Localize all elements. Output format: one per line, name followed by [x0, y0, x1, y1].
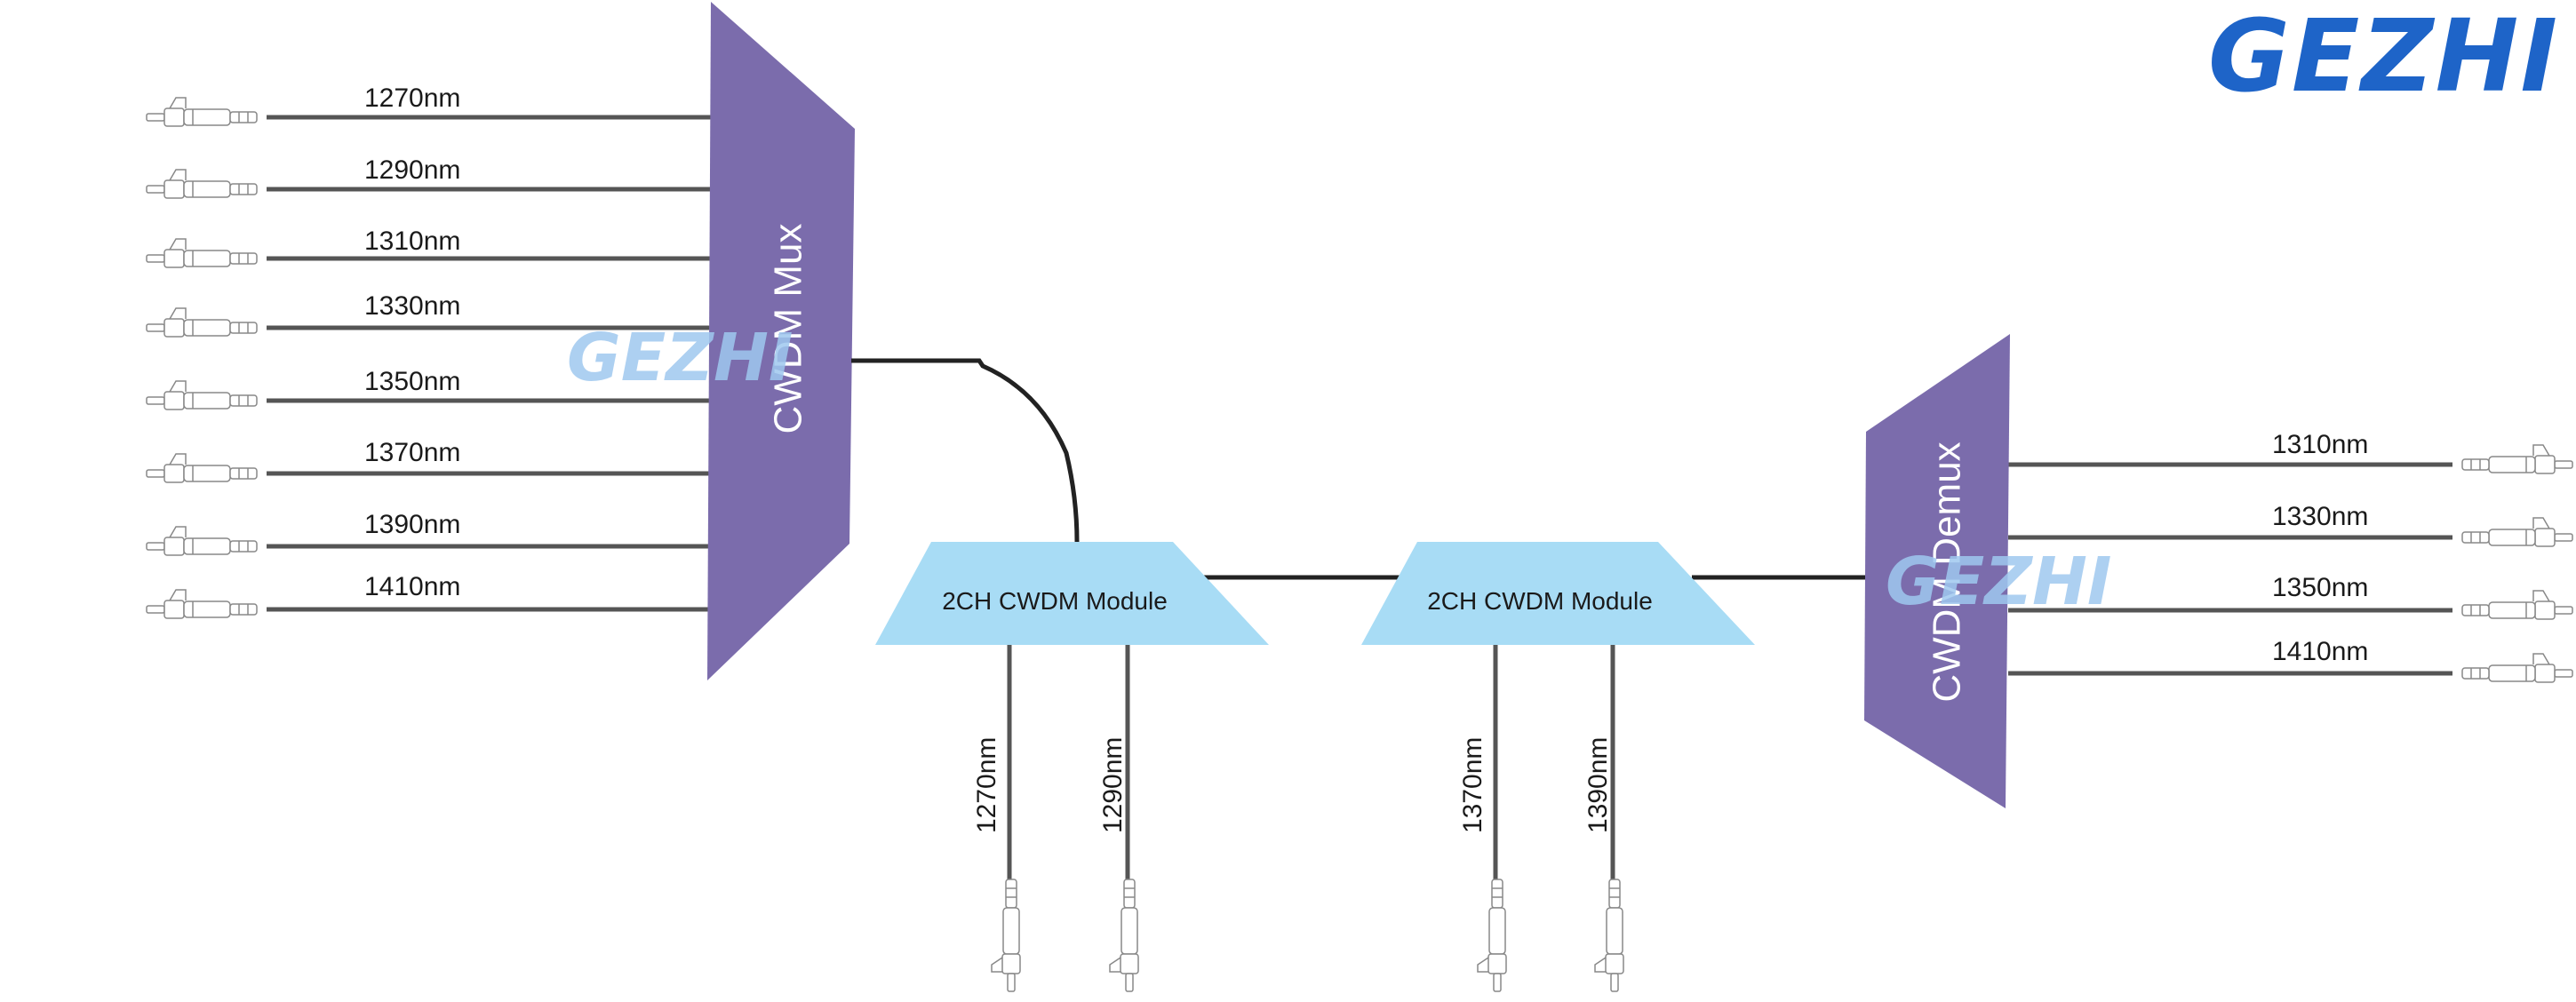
mux-channel-label: 1270nm: [364, 84, 460, 113]
mux-channel-label: 1370nm: [364, 438, 460, 467]
lc-connector-icon: [2461, 444, 2573, 474]
lc-connector-icon: [146, 380, 258, 410]
module-drop-fibers: [1007, 645, 1615, 879]
trunk-cable-mux-to-module: [851, 358, 1080, 543]
lc-connector-icon: [146, 526, 258, 556]
mux-channel-label: 1290nm: [364, 155, 460, 185]
mux-fiber-lines: [267, 115, 711, 612]
gezhi-watermark: GEZHI: [567, 320, 793, 396]
module-drop-labels: 1270nm 1290nm 1370nm 1390nm: [972, 737, 1613, 833]
cwdm-module-1-label: 2CH CWDM Module: [942, 587, 1168, 615]
module-2-channel-label: 1390nm: [1583, 737, 1613, 833]
lc-connector-icon: [2461, 517, 2573, 547]
mux-channel-label: 1410nm: [364, 572, 460, 601]
mux-channel-label: 1350nm: [364, 367, 460, 396]
gezhi-logo: GEZHI: [2208, 0, 2559, 115]
mux-channel-label: 1330nm: [364, 291, 460, 321]
lc-connector-icon: [1477, 879, 1507, 992]
mux-channel-labels: 1270nm 1290nm 1310nm 1330nm 1350nm 1370n…: [364, 84, 460, 601]
lc-connector-icon: [2461, 590, 2573, 620]
lc-connector-icon: [146, 453, 258, 483]
demux-channel-label: 1350nm: [2272, 573, 2368, 602]
lc-connector-icon: [146, 307, 258, 338]
mux-channel-label: 1310nm: [364, 227, 460, 256]
lc-connector-icon: [991, 879, 1021, 992]
cwdm-module-1: [875, 542, 1269, 645]
gezhi-watermark: GEZHI: [1886, 544, 2111, 620]
lc-connector-icon: [146, 169, 258, 199]
demux-connectors: [2461, 444, 2573, 683]
lc-connector-icon: [1109, 879, 1139, 992]
cwdm-mux-label: CWDM Mux: [767, 223, 810, 433]
demux-channel-labels: 1310nm 1330nm 1350nm 1410nm: [2272, 430, 2368, 666]
lc-connector-icon: [146, 97, 258, 127]
lc-connector-icon: [2461, 653, 2573, 683]
lc-connector-icon: [146, 238, 258, 268]
cwdm-module-2-label: 2CH CWDM Module: [1427, 587, 1653, 615]
mux-channel-label: 1390nm: [364, 510, 460, 539]
module-1-channel-label: 1290nm: [1098, 737, 1128, 833]
demux-fiber-lines: [2008, 462, 2452, 676]
cwdm-demux-unit: [1864, 334, 2010, 808]
cwdm-demux-label: CWDM Demux: [1926, 441, 1969, 702]
cwdm-mux-unit: [707, 2, 855, 680]
lc-connector-icon: [1594, 879, 1624, 992]
mux-connectors: [146, 97, 258, 619]
demux-channel-label: 1310nm: [2272, 430, 2368, 459]
lc-connector-icon: [146, 589, 258, 619]
module-drop-connectors: [991, 879, 1624, 992]
demux-channel-label: 1330nm: [2272, 502, 2368, 531]
module-1-channel-label: 1270nm: [972, 737, 1001, 833]
module-2-channel-label: 1370nm: [1458, 737, 1487, 833]
demux-channel-label: 1410nm: [2272, 637, 2368, 666]
cwdm-module-2: [1361, 542, 1755, 645]
